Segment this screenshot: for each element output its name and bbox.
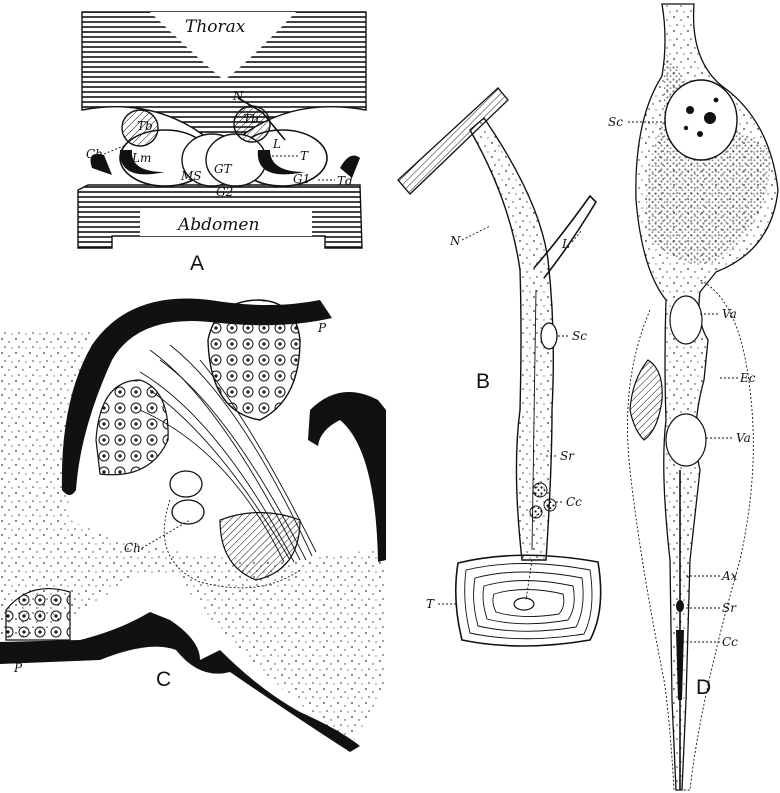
label-a-G2: G2 xyxy=(216,185,233,199)
thorax-label: Thorax xyxy=(185,17,246,37)
abdomen-label: Abdomen xyxy=(176,215,259,235)
label-b-Sc: Sc xyxy=(572,329,587,343)
panel-b-letter: B xyxy=(476,370,490,393)
sheath-cell-nucleus-d xyxy=(665,80,737,160)
label-a-Ch: Ch xyxy=(86,147,103,161)
terminal-body xyxy=(456,555,601,646)
panel-d-letter: D xyxy=(696,676,711,699)
sheath-cell-nucleus xyxy=(541,323,557,349)
tissue-background xyxy=(0,330,386,745)
label-c-P-bottom: P xyxy=(13,661,23,675)
label-b-Cc: Cc xyxy=(566,495,582,509)
label-a-L: L xyxy=(272,137,281,151)
panel-a: Thorax Abdomen A N Tb Tb Ch Lm MS GT G2 … xyxy=(78,12,366,275)
label-d-Va-upper: Va xyxy=(722,307,737,321)
label-d-Cc: Cc xyxy=(722,635,738,649)
label-b-N: N xyxy=(449,234,461,248)
panel-b: N L Sc B Sr Cc T xyxy=(398,88,601,646)
label-b-Sr: Sr xyxy=(560,449,575,463)
label-a-Tb-right: Tb xyxy=(243,112,259,126)
label-a-N: N xyxy=(232,89,244,103)
label-a-T: T xyxy=(300,149,309,163)
label-d-Va-lower: Va xyxy=(736,431,751,445)
label-c-P-top: P xyxy=(317,321,327,335)
panel-c-letter: C xyxy=(156,668,171,691)
label-a-Tb-left: Tb xyxy=(137,119,153,133)
panel-c: P Ch P C xyxy=(0,298,386,752)
label-a-MS: MS xyxy=(180,169,202,183)
label-a-G1: G1 xyxy=(293,172,310,186)
cell-mass xyxy=(208,300,300,420)
label-a-Lm: Lm xyxy=(131,151,151,165)
label-b-T: T xyxy=(426,597,435,611)
label-d-Ax: Ax xyxy=(721,569,738,583)
panel-a-letter: A xyxy=(190,252,204,275)
label-c-Ch: Ch xyxy=(124,541,141,555)
label-b-L: L xyxy=(561,237,570,251)
panel-d: Sc Va Ec Va Ax Sr Cc D xyxy=(608,4,778,790)
label-a-GT: GT xyxy=(214,162,233,176)
label-d-Ec: Ec xyxy=(739,371,756,385)
label-d-Sr: Sr xyxy=(722,601,737,615)
label-d-Sc: Sc xyxy=(608,115,623,129)
label-a-Td: Td xyxy=(337,174,353,188)
